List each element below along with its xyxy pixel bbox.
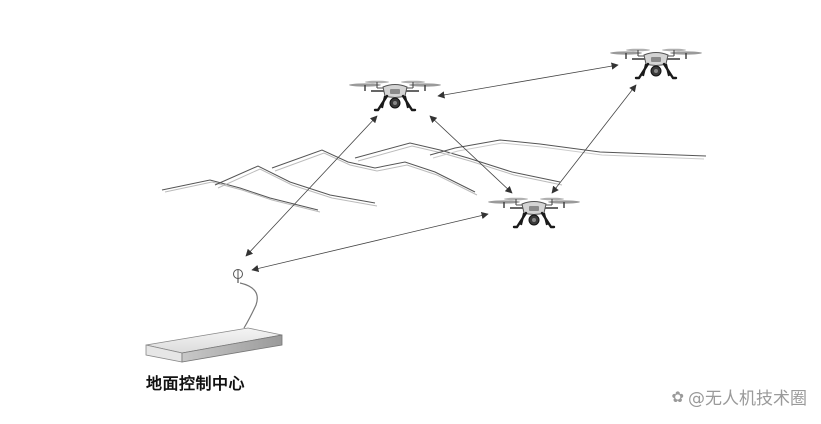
watermark: ✿ @无人机技术圈 bbox=[671, 384, 807, 410]
drone-icon bbox=[486, 196, 582, 229]
drone-icon bbox=[347, 79, 443, 112]
link-drone-top-left-to-drone-center bbox=[429, 115, 513, 194]
communication-links bbox=[245, 62, 637, 273]
link-drone-top-left-to-drone-top-right bbox=[437, 62, 619, 99]
antenna-icon bbox=[233, 269, 243, 283]
link-ground-station-to-drone-top-left bbox=[245, 115, 378, 257]
antenna-cable bbox=[239, 282, 258, 329]
link-ground-station-to-drone-center bbox=[251, 211, 489, 273]
watermark-text: @无人机技术圈 bbox=[688, 389, 807, 409]
link-drone-top-right-to-drone-center bbox=[551, 84, 637, 194]
toutiao-logo-icon: ✿ bbox=[671, 387, 684, 406]
ground-station-icon bbox=[145, 327, 283, 363]
ground-station-label: 地面控制中心 bbox=[146, 374, 246, 393]
drone-icon bbox=[608, 47, 704, 80]
mountain-ridges bbox=[161, 139, 707, 213]
